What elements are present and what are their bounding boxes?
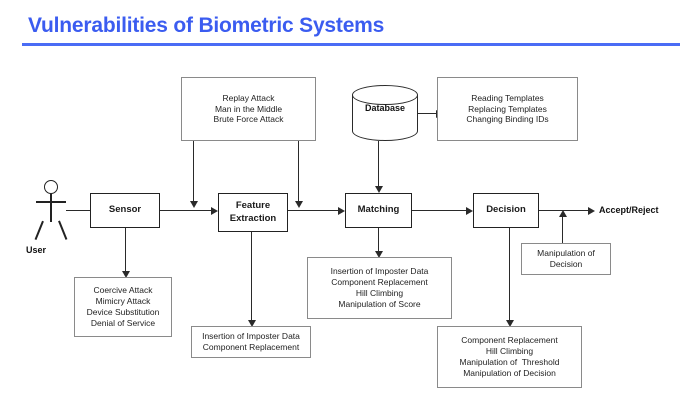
feature-to-note-line <box>251 232 253 320</box>
note-line: Component Replacement <box>461 335 558 346</box>
stage-label: Matching <box>357 204 400 216</box>
figure-left-leg <box>34 220 44 240</box>
stage-label: Decision <box>486 204 526 216</box>
note-line: Hill Climbing <box>355 288 404 298</box>
note-line: Man in the Middle <box>214 103 283 114</box>
note-line: Manipulation of Decision <box>463 367 556 378</box>
decision-to-note-line <box>509 228 511 320</box>
decision-attacks-note: Component Replacement Hill Climbing Mani… <box>437 326 582 388</box>
stage-feature-extraction[interactable]: Feature Extraction <box>218 193 288 232</box>
decision-to-output-arrowhead <box>588 206 595 215</box>
decision-manipulation-link-arrowhead <box>558 210 567 217</box>
note-line: Manipulation of Score <box>338 298 421 309</box>
note-line: Manipulation of <box>537 248 595 259</box>
db-to-template-note-line <box>418 113 436 115</box>
sensor-to-note-arrowhead <box>121 271 130 278</box>
title-underline-rule <box>22 43 680 46</box>
sensor-to-note-line <box>125 228 127 271</box>
feature-to-note-arrowhead <box>247 320 256 327</box>
user-to-sensor-line <box>66 210 90 212</box>
note-line: Coercive Attack <box>93 285 153 296</box>
note-line: Replacing Templates <box>468 103 547 114</box>
note-line: Decision <box>549 259 583 269</box>
template-attacks-note: Reading Templates Replacing Templates Ch… <box>437 77 578 141</box>
sensor-to-feature-arrowhead <box>211 206 218 215</box>
figure-body <box>50 194 52 222</box>
decision-manipulation-note: Manipulation of Decision <box>521 243 611 275</box>
note-line: Replay Attack <box>222 92 275 103</box>
output-label-accept-reject: Accept/Reject <box>599 205 659 215</box>
user-stick-figure-icon <box>30 180 76 242</box>
note-line: Denial of Service <box>90 317 156 328</box>
matching-to-decision-arrowhead <box>466 206 473 215</box>
channel-attack-to-matching-link-arrowhead <box>294 201 303 208</box>
decision-to-note-arrowhead <box>505 320 514 327</box>
note-line: Insertion of Imposter Data <box>330 266 429 277</box>
channel-attacks-note: Replay Attack Man in the Middle Brute Fo… <box>181 77 316 141</box>
note-line: Component Replacement <box>202 342 300 352</box>
database-cylinder-icon: Database <box>352 85 418 141</box>
stage-label: Sensor <box>108 204 142 216</box>
stage-decision[interactable]: Decision <box>473 193 539 228</box>
database-label: Database <box>364 103 406 113</box>
note-line: Changing Binding IDs <box>466 114 549 125</box>
note-line: Insertion of Imposter Data <box>202 331 300 342</box>
page-title: Vulnerabilities of Biometric Systems <box>28 14 385 37</box>
sensor-to-feature-line <box>160 210 211 212</box>
stage-sensor[interactable]: Sensor <box>90 193 160 228</box>
feature-to-matching-line <box>288 210 338 212</box>
feature-to-matching-arrowhead <box>338 206 345 215</box>
note-line: Hill Climbing <box>485 346 534 357</box>
channel-attack-to-matching-link-line <box>298 141 300 201</box>
note-line: Device Substitution <box>86 307 160 317</box>
database-to-matching-line <box>378 141 380 186</box>
channel-attack-to-sensor-link-line <box>193 141 195 201</box>
matching-to-note-arrowhead <box>374 251 383 258</box>
matching-attacks-note: Insertion of Imposter Data Component Rep… <box>307 257 452 319</box>
stage-matching[interactable]: Matching <box>345 193 412 228</box>
user-label: User <box>26 245 47 255</box>
database-to-matching-arrowhead <box>374 186 383 193</box>
sensor-attacks-note: Coercive Attack Mimicry Attack Device Su… <box>74 277 172 337</box>
matching-to-decision-line <box>412 210 466 212</box>
note-line: Reading Templates <box>471 92 544 103</box>
note-line: Component Replacement <box>331 277 428 288</box>
decision-manipulation-link-line <box>562 217 564 243</box>
figure-head <box>44 180 58 194</box>
note-line: Manipulation of Threshold <box>459 357 560 367</box>
channel-attack-to-sensor-link-arrowhead <box>189 201 198 208</box>
cylinder-top-ellipse <box>352 85 418 105</box>
stage-label: Feature <box>235 200 271 212</box>
matching-to-note-line <box>378 228 380 251</box>
stage-label: Extraction <box>229 212 277 224</box>
figure-right-leg <box>58 220 68 240</box>
note-line: Brute Force Attack <box>213 114 284 125</box>
note-line: Mimicry Attack <box>95 296 151 307</box>
feature-extraction-attacks-note: Insertion of Imposter Data Component Rep… <box>191 326 311 358</box>
